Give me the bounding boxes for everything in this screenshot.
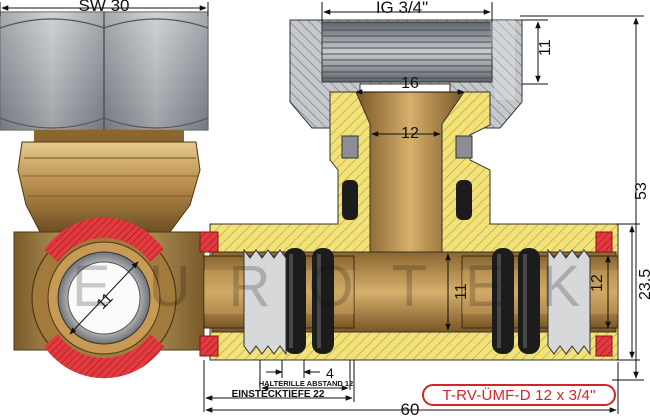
product-label: T-RV-ÜMF-D 12 x 3/4" [422, 384, 616, 406]
product-label-text: T-RV-ÜMF-D 12 x 3/4" [442, 386, 596, 404]
dim-12-stem: 12 [401, 125, 419, 142]
dim-einstecktiefe: EINSTECKTIEFE 22 [232, 389, 325, 400]
section-view [199, 19, 619, 361]
o-rings-stem [341, 135, 473, 220]
watermark: EUROTEK [72, 254, 618, 319]
o-rings-left [284, 248, 334, 354]
dim-11-top: 11 [537, 39, 554, 56]
dim-halterille: HALTERILLE ABSTAND 12 [259, 379, 353, 388]
left-view [0, 11, 209, 379]
dim-16: 16 [401, 75, 419, 92]
dim-60: 60 [401, 400, 420, 416]
dim-ig: IG 3/4" [376, 0, 428, 17]
pipe-end-view [31, 217, 177, 379]
dim-11-bore: 11 [453, 283, 470, 300]
grip-rings [243, 248, 591, 356]
dim-23-5: 23.5 [637, 269, 650, 300]
end-caps [199, 231, 613, 357]
o-rings-right [492, 248, 540, 354]
dim-53: 53 [633, 182, 650, 200]
dim-4: 4 [326, 365, 334, 381]
dim-12-bore: 12 [589, 274, 606, 292]
hex-nut [0, 11, 209, 131]
dim-sw: SW 30 [78, 0, 129, 15]
